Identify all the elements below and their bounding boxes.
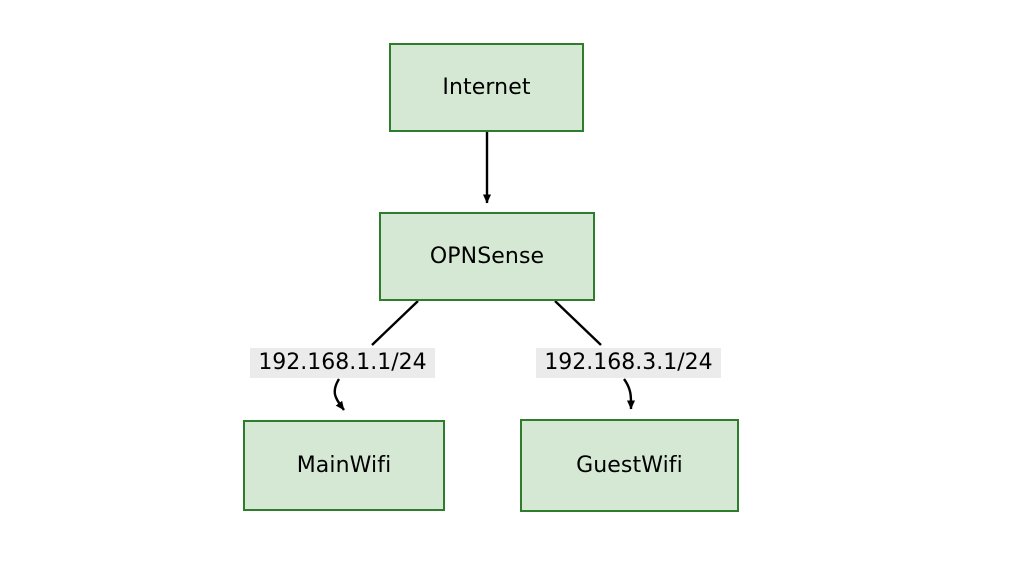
node-mainwifi-label: MainWifi [296, 452, 392, 478]
node-guestwifi-label: GuestWifi [576, 452, 683, 478]
node-opnsense[interactable]: OPNSense [379, 212, 595, 301]
node-guestwifi[interactable]: GuestWifi [520, 419, 739, 512]
edge-label-mainwifi-subnet: 192.168.1.1/24 [250, 348, 435, 378]
node-opnsense-label: OPNSense [429, 243, 545, 269]
edge-opnsense-to-guestwifi-lower [623, 378, 636, 410]
edge-opnsense-to-mainwifi-upper [371, 300, 419, 346]
edge-opnsense-to-guestwifi-upper [554, 300, 602, 346]
edge-label-guestwifi-subnet: 192.168.3.1/24 [536, 348, 721, 378]
node-internet[interactable]: Internet [389, 43, 584, 132]
edge-opnsense-to-mainwifi-lower [333, 378, 345, 411]
node-internet-label: Internet [442, 74, 531, 100]
node-mainwifi[interactable]: MainWifi [243, 420, 445, 511]
